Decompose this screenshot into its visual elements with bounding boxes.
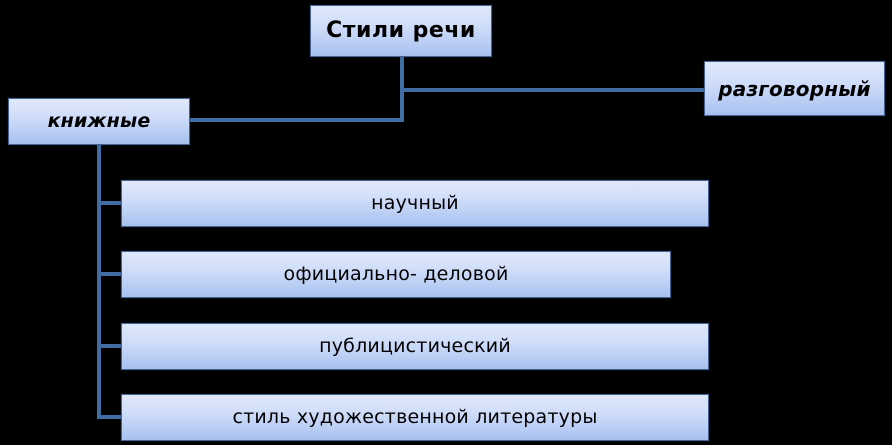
node-style-scientific-label: научный bbox=[371, 192, 459, 214]
node-style-scientific: научный bbox=[121, 180, 709, 227]
connector-bookish-trunk bbox=[97, 145, 101, 419]
node-speech-styles-label: Стили речи bbox=[326, 18, 476, 43]
node-style-literary-label: стиль художественной литературы bbox=[232, 406, 598, 428]
node-bookish-styles: книжные bbox=[8, 98, 190, 145]
connector-bookish-stub-1 bbox=[97, 201, 125, 205]
node-bookish-styles-label: книжные bbox=[47, 110, 151, 132]
connector-root-to-bookish bbox=[188, 118, 404, 122]
node-speech-styles: Стили речи bbox=[310, 5, 492, 57]
connector-bookish-stub-3 bbox=[97, 344, 125, 348]
node-spoken-style-label: разговорный bbox=[718, 76, 871, 101]
node-style-official-business-label: официально- деловой bbox=[283, 263, 509, 285]
node-style-literary: стиль художественной литературы bbox=[121, 394, 709, 441]
node-style-official-business: официально- деловой bbox=[121, 251, 671, 298]
node-spoken-style: разговорный bbox=[704, 61, 885, 116]
node-style-journalistic-label: публицистический bbox=[319, 335, 511, 357]
connector-root-to-spoken bbox=[400, 88, 706, 92]
connector-bookish-stub-4 bbox=[97, 415, 125, 419]
connector-bookish-stub-2 bbox=[97, 272, 125, 276]
node-style-journalistic: публицистический bbox=[121, 323, 709, 370]
